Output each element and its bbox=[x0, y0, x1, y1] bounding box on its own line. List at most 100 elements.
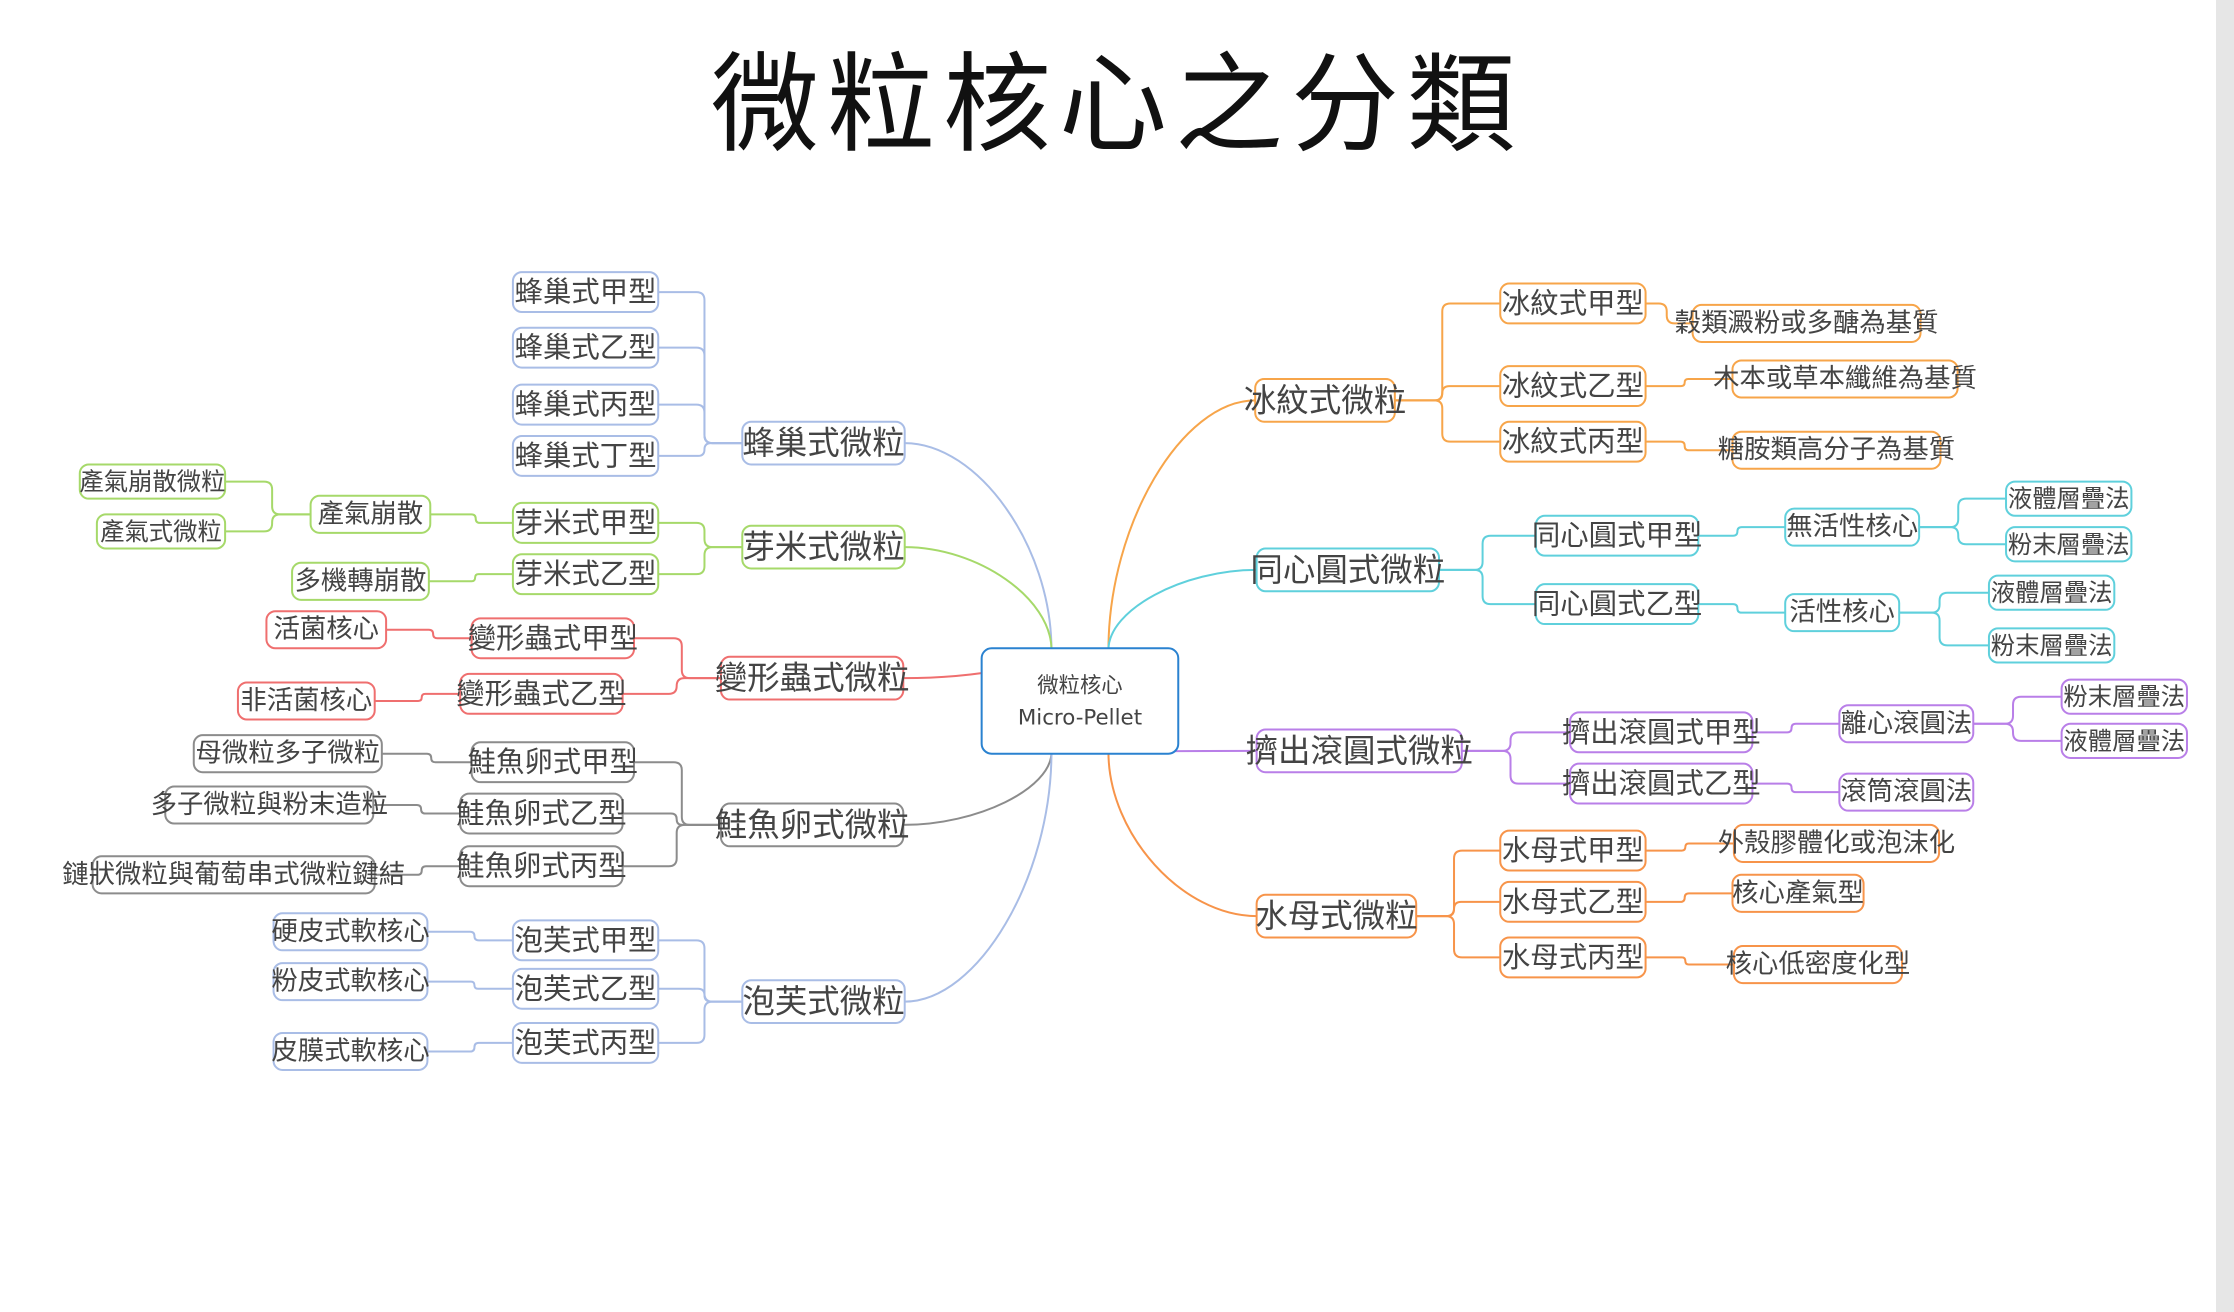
node-b-8a-1a[interactable]: 粉末層疊法 bbox=[2060, 678, 2188, 715]
node-b-9c[interactable]: 水母式丙型 bbox=[1499, 936, 1647, 979]
node-b-5a[interactable]: 泡芙式甲型 bbox=[511, 919, 660, 962]
node-b-7a-1b[interactable]: 粉末層疊法 bbox=[2005, 526, 2133, 563]
node-b-4[interactable]: 鮭魚卵式微粒 bbox=[715, 802, 910, 848]
node-b-9b-1[interactable]: 核心產氣型 bbox=[1731, 873, 1865, 913]
node-b-5c-1[interactable]: 皮膜式軟核心 bbox=[271, 1031, 430, 1071]
node-b-7b-1[interactable]: 活性核心 bbox=[1784, 593, 1901, 633]
connector-b-7a-1 bbox=[1698, 526, 1786, 537]
node-b-2b-1[interactable]: 多機轉崩散 bbox=[291, 561, 430, 601]
connector-b-2a-1b bbox=[225, 513, 311, 533]
node-b-4a-1[interactable]: 母微粒多子微粒 bbox=[192, 734, 383, 774]
node-label: 核心產氣型 bbox=[1732, 878, 1864, 908]
node-b-7a-1a[interactable]: 液體層疊法 bbox=[2005, 480, 2133, 517]
node-b-3a[interactable]: 變形蟲式甲型 bbox=[468, 617, 638, 660]
node-label: 芽米式乙型 bbox=[515, 558, 657, 591]
node-b-7a-1[interactable]: 無活性核心 bbox=[1784, 507, 1921, 547]
node-b-6[interactable]: 冰紋式微粒 bbox=[1244, 377, 1406, 423]
node-label: 擠出滾圓式乙型 bbox=[1562, 767, 1761, 800]
node-b-7a[interactable]: 同心圓式甲型 bbox=[1532, 514, 1702, 557]
node-b-4c[interactable]: 鮭魚卵式丙型 bbox=[456, 845, 627, 888]
node-b-4b[interactable]: 鮭魚卵式乙型 bbox=[456, 792, 627, 835]
node-b-2a-1a[interactable]: 產氣崩散微粒 bbox=[78, 463, 227, 500]
node-label: 同心圓式乙型 bbox=[1532, 588, 1702, 621]
node-b-1d[interactable]: 蜂巢式丁型 bbox=[511, 434, 660, 477]
node-b-6b[interactable]: 冰紋式乙型 bbox=[1499, 365, 1647, 408]
node-b-3[interactable]: 變形蟲式微粒 bbox=[715, 655, 910, 701]
connector-b-9b bbox=[1416, 900, 1501, 918]
node-b-5c[interactable]: 泡芙式丙型 bbox=[511, 1021, 660, 1064]
node-label: 芽米式微粒 bbox=[742, 528, 904, 566]
node-b-1a[interactable]: 蜂巢式甲型 bbox=[511, 271, 660, 314]
node-label: 冰紋式丙型 bbox=[1502, 425, 1644, 458]
node-label: 無活性核心 bbox=[1786, 512, 1918, 542]
connector-b-2b bbox=[658, 546, 743, 576]
node-b-2a-1b[interactable]: 產氣式微粒 bbox=[95, 513, 227, 550]
node-b-7b[interactable]: 同心圓式乙型 bbox=[1532, 583, 1702, 626]
node-b-8a-1b[interactable]: 液體層疊法 bbox=[2060, 722, 2188, 759]
node-label: 木本或草本纖維為基質 bbox=[1713, 364, 1977, 394]
node-b-2a[interactable]: 芽米式甲型 bbox=[511, 501, 660, 544]
node-label: 同心圓式甲型 bbox=[1532, 519, 1702, 552]
node-b-5a-1[interactable]: 硬皮式軟核心 bbox=[271, 912, 430, 952]
node-b-9a-1[interactable]: 外殼膠體化或泡沫化 bbox=[1718, 823, 1955, 863]
node-b-5b-1[interactable]: 粉皮式軟核心 bbox=[271, 962, 430, 1002]
connector-b-8a-1 bbox=[1752, 722, 1840, 734]
node-b-3b-1[interactable]: 非活菌核心 bbox=[236, 681, 376, 721]
node-b-4a[interactable]: 鮭魚卵式甲型 bbox=[468, 741, 638, 784]
connector-b-1 bbox=[904, 442, 1053, 650]
connector-b-5c-1 bbox=[427, 1041, 513, 1053]
connector-b-2 bbox=[904, 546, 1053, 650]
connector-b-4b bbox=[622, 812, 721, 826]
node-b-6b-1[interactable]: 木本或草本纖維為基質 bbox=[1713, 359, 1977, 399]
connector-b-7a bbox=[1438, 534, 1536, 571]
node-b-1b[interactable]: 蜂巢式乙型 bbox=[511, 326, 660, 369]
connector-b-8a-1b bbox=[1973, 722, 2062, 742]
node-label: 活性核心 bbox=[1789, 598, 1895, 628]
center-label: 微粒核心 bbox=[1037, 673, 1122, 698]
node-label: 泡芙式甲型 bbox=[515, 924, 657, 957]
node-label: 粉皮式軟核心 bbox=[271, 967, 429, 997]
node-b-4b-1[interactable]: 多子微粒與粉末造粒 bbox=[151, 785, 388, 825]
node-b-3a-1[interactable]: 活菌核心 bbox=[265, 610, 388, 650]
node-b-9[interactable]: 水母式微粒 bbox=[1255, 893, 1418, 939]
node-b-1c[interactable]: 蜂巢式丙型 bbox=[511, 383, 660, 426]
node-label: 糖胺類高分子為基質 bbox=[1718, 435, 1955, 465]
node-b-8b-1[interactable]: 滾筒滾圓法 bbox=[1838, 772, 1975, 812]
node-b-6c-1[interactable]: 糖胺類高分子為基質 bbox=[1718, 430, 1955, 470]
connector-b-8b bbox=[1461, 749, 1571, 785]
node-b-6c[interactable]: 冰紋式丙型 bbox=[1499, 420, 1647, 463]
node-label: 擠出滾圓式微粒 bbox=[1246, 732, 1473, 770]
node-b-2[interactable]: 芽米式微粒 bbox=[741, 524, 906, 570]
node-label: 冰紋式乙型 bbox=[1502, 370, 1644, 403]
connector-b-6b-1 bbox=[1645, 377, 1733, 388]
node-b-2a-1[interactable]: 產氣崩散 bbox=[309, 494, 432, 534]
node-b-7b-1a[interactable]: 液體層疊法 bbox=[1987, 574, 2116, 611]
node-b-2b[interactable]: 芽米式乙型 bbox=[511, 553, 660, 596]
node-b-3b[interactable]: 變形蟲式乙型 bbox=[456, 672, 627, 715]
node-b-8b[interactable]: 擠出滾圓式乙型 bbox=[1562, 762, 1761, 805]
connector-b-8a-1a bbox=[1973, 695, 2062, 725]
node-b-9b[interactable]: 水母式乙型 bbox=[1499, 880, 1647, 923]
node-b-5[interactable]: 泡芙式微粒 bbox=[741, 979, 906, 1024]
node-b-7[interactable]: 同心圓式微粒 bbox=[1250, 547, 1445, 593]
node-label: 變形蟲式微粒 bbox=[715, 659, 910, 697]
connector-b-4c-1 bbox=[374, 865, 461, 876]
node-b-6a[interactable]: 冰紋式甲型 bbox=[1499, 282, 1647, 325]
node-b-8a-1[interactable]: 離心滾圓法 bbox=[1838, 704, 1975, 744]
node-b-4c-1[interactable]: 鏈狀微粒與葡萄串式微粒鍵結 bbox=[62, 855, 405, 895]
window-edge bbox=[2216, 0, 2234, 1312]
connector-b-9c bbox=[1416, 915, 1501, 959]
node-b-9c-1[interactable]: 核心低密度化型 bbox=[1726, 945, 1911, 985]
node-b-5b[interactable]: 泡芙式乙型 bbox=[511, 967, 660, 1010]
node-b-7b-1b[interactable]: 粉末層疊法 bbox=[1987, 627, 2116, 664]
connector-b-1b bbox=[658, 346, 743, 445]
node-b-8a[interactable]: 擠出滾圓式甲型 bbox=[1562, 711, 1761, 754]
node-label: 擠出滾圓式甲型 bbox=[1562, 716, 1761, 749]
node-b-9a[interactable]: 水母式甲型 bbox=[1499, 829, 1647, 872]
node-label: 泡芙式微粒 bbox=[742, 983, 904, 1021]
node-b-1[interactable]: 蜂巢式微粒 bbox=[741, 420, 906, 466]
node-label: 母微粒多子微粒 bbox=[195, 739, 380, 769]
node-b-8[interactable]: 擠出滾圓式微粒 bbox=[1246, 728, 1473, 774]
node-b-6a-1[interactable]: 穀類澱粉或多醣為基質 bbox=[1675, 303, 1939, 343]
